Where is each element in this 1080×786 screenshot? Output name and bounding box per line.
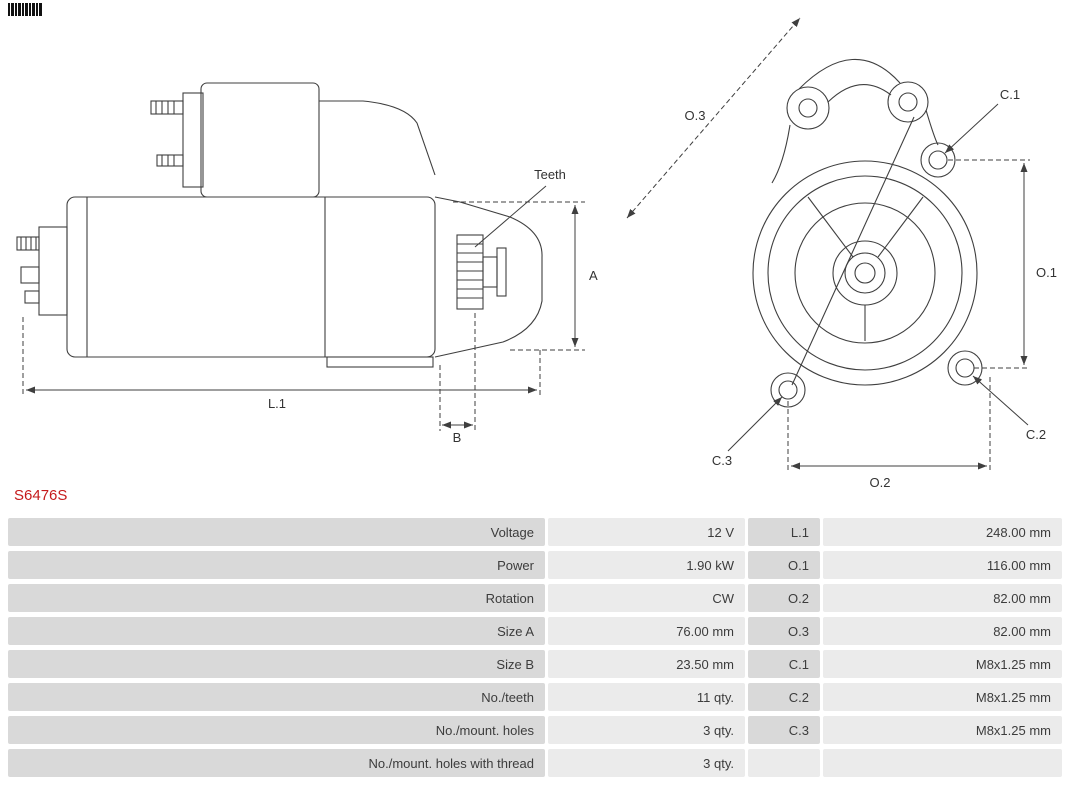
spec-label: Rotation [8,584,545,612]
dim-label: O.1 [748,551,820,579]
dim-value: 82.00 mm [823,617,1062,645]
spec-label: Size A [8,617,545,645]
technical-drawings: Teeth A L.1 B [16,17,1057,490]
spec-label: Voltage [8,518,545,546]
dim-label: O.2 [748,584,820,612]
dim-value: M8x1.25 mm [823,683,1062,711]
dim-value: M8x1.25 mm [823,650,1062,678]
dim-value: 82.00 mm [823,584,1062,612]
dim-label: C.1 [748,650,820,678]
table-row: No./teeth 11 qty. C.2 M8x1.25 mm [8,683,1062,711]
spec-label: No./teeth [8,683,545,711]
dim-label [748,749,820,777]
side-dimension-lines [22,185,585,431]
barcode-icon [8,3,42,16]
dim-c1-label: C.1 [1000,87,1020,102]
dim-label: O.3 [748,617,820,645]
spec-value: 3 qty. [548,716,745,744]
spec-value: 23.50 mm [548,650,745,678]
dim-a-label: A [589,268,598,283]
dim-o3-label: O.3 [685,108,706,123]
dim-label: L.1 [748,518,820,546]
spec-value: CW [548,584,745,612]
starter-front-outline [752,58,983,408]
table-row: Size A 76.00 mm O.3 82.00 mm [8,617,1062,645]
spec-label: Size B [8,650,545,678]
front-dimension-labels: O.3 C.1 O.1 C.3 C.2 O.2 [685,87,1057,490]
spec-value: 1.90 kW [548,551,745,579]
dim-o1-label: O.1 [1036,265,1057,280]
dim-o2-label: O.2 [870,475,891,490]
table-row: Power 1.90 kW O.1 116.00 mm [8,551,1062,579]
front-view-diagram: O.3 C.1 O.1 C.3 C.2 O.2 [626,17,1057,490]
dim-b-label: B [453,430,462,445]
spec-value: 3 qty. [548,749,745,777]
spec-value: 12 V [548,518,745,546]
dim-value: 248.00 mm [823,518,1062,546]
table-row: Size B 23.50 mm C.1 M8x1.25 mm [8,650,1062,678]
front-dimension-lines [626,17,1030,471]
spec-label: No./mount. holes [8,716,545,744]
table-row: No./mount. holes 3 qty. C.3 M8x1.25 mm [8,716,1062,744]
teeth-label: Teeth [534,167,566,182]
part-number: S6476S [14,487,68,504]
side-dimension-labels: Teeth A L.1 B [268,167,598,445]
spec-value: 11 qty. [548,683,745,711]
spec-label: No./mount. holes with thread [8,749,545,777]
starter-side-outline [16,82,543,368]
dim-value: M8x1.25 mm [823,716,1062,744]
side-view-diagram: Teeth A L.1 B [16,82,598,445]
table-row: No./mount. holes with thread 3 qty. [8,749,1062,777]
spec-table: Voltage 12 V L.1 248.00 mm Power 1.90 kW… [8,518,1062,782]
dim-c2-label: C.2 [1026,427,1046,442]
table-row: Rotation CW O.2 82.00 mm [8,584,1062,612]
dim-label: C.3 [748,716,820,744]
table-row: Voltage 12 V L.1 248.00 mm [8,518,1062,546]
dim-value: 116.00 mm [823,551,1062,579]
dim-c3-label: C.3 [712,453,732,468]
spec-label: Power [8,551,545,579]
dim-l1-label: L.1 [268,396,286,411]
dim-value [823,749,1062,777]
dim-label: C.2 [748,683,820,711]
spec-value: 76.00 mm [548,617,745,645]
